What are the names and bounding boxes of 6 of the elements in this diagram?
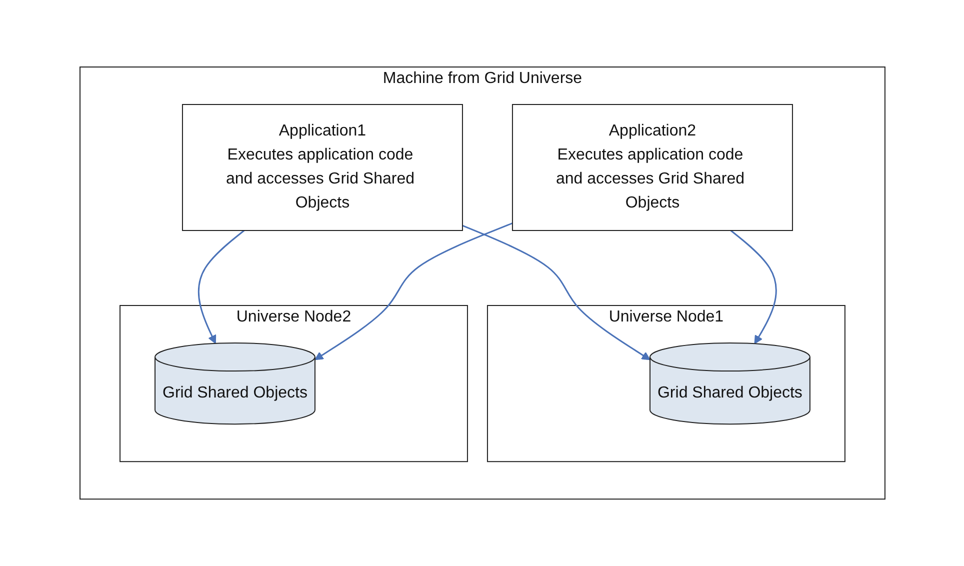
node-box: Application2 Executes application code and accesses Grid Shared Objects (512, 104, 792, 231)
arrow (462, 224, 650, 360)
arrow (314, 222, 512, 360)
node-box: Application1 Executes application code and accesses Grid Shared Objects (182, 104, 462, 231)
arrow (197, 230, 244, 344)
arrow (730, 230, 776, 344)
